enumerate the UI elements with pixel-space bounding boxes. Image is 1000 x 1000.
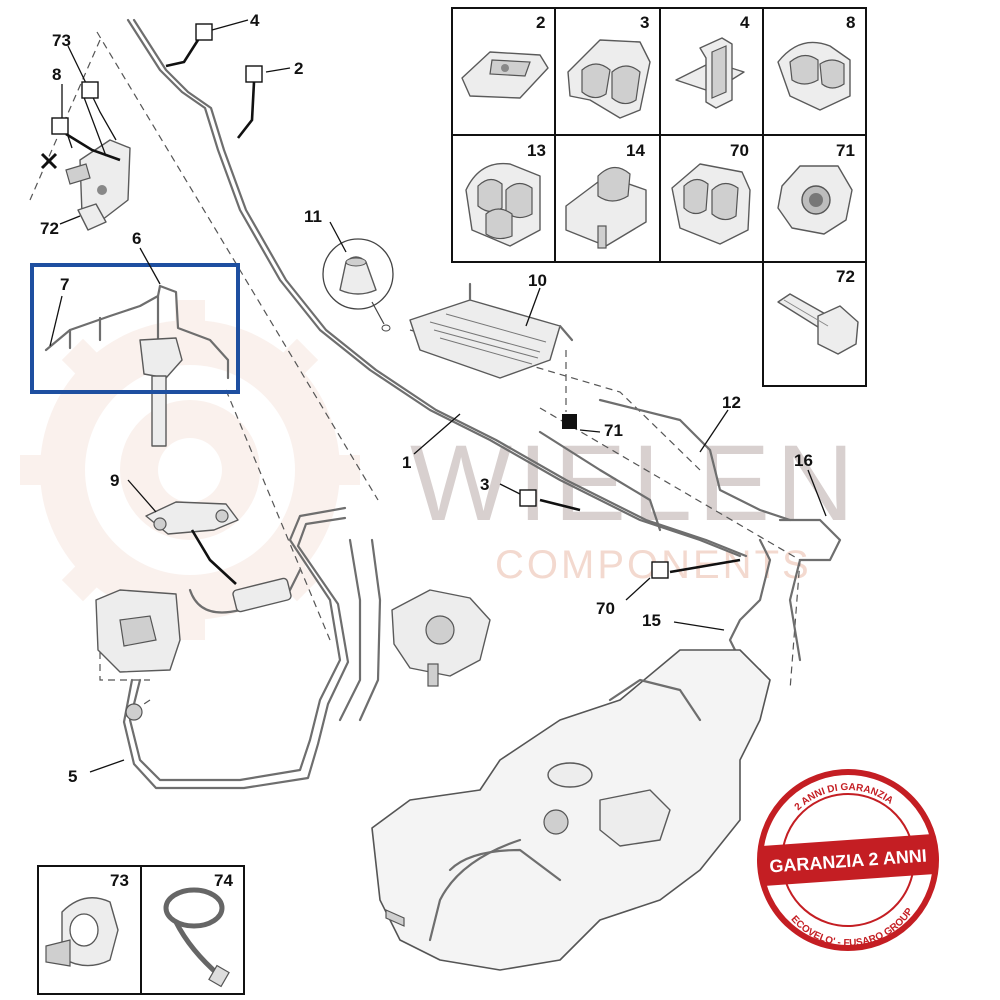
svg-text:71: 71 xyxy=(836,141,855,160)
pipe-clip-icon xyxy=(777,41,851,111)
callout-71: 71 xyxy=(604,421,623,440)
callout-7: 7 xyxy=(60,275,69,294)
svg-text:3: 3 xyxy=(640,13,649,32)
svg-text:8: 8 xyxy=(846,13,855,32)
injector-assembly xyxy=(44,284,230,447)
callout-11: 11 xyxy=(304,207,322,226)
part-cell-13: 13 xyxy=(465,141,546,247)
callout-16: 16 xyxy=(794,451,813,470)
parts-grid: 2 3 4 8 xyxy=(451,7,867,387)
svg-text:4: 4 xyxy=(740,13,750,32)
clip-plate-icon xyxy=(461,51,549,99)
callout-4: 4 xyxy=(250,11,260,30)
callout-2: 2 xyxy=(294,59,303,78)
bracket-clip-icon xyxy=(675,37,745,109)
cable-tie-icon xyxy=(163,887,230,988)
callout-6: 6 xyxy=(132,229,141,248)
part-cell-72: 72 xyxy=(777,267,859,355)
double-clip-icon xyxy=(567,39,651,119)
callout-3: 3 xyxy=(480,475,489,494)
svg-text:73: 73 xyxy=(110,871,129,890)
fuel-lines xyxy=(122,18,842,790)
watermark: WIELEN COMPONENTS xyxy=(20,300,860,640)
callout-70: 70 xyxy=(596,599,615,618)
svg-text:14: 14 xyxy=(626,141,645,160)
part-cell-3: 3 xyxy=(567,13,651,119)
svg-text:13: 13 xyxy=(527,141,546,160)
part-cell-71: 71 xyxy=(777,141,855,235)
part-cell-8: 8 xyxy=(777,13,855,111)
callout-10: 10 xyxy=(528,271,547,290)
highlight-box xyxy=(30,263,240,394)
svg-text:72: 72 xyxy=(836,267,855,286)
hose-clip-icon xyxy=(45,897,119,967)
part-cell-14: 14 xyxy=(565,141,647,249)
callout-boxes xyxy=(51,23,669,579)
callout-73: 73 xyxy=(52,31,71,50)
callout-8: 8 xyxy=(52,65,61,84)
part-cell-4: 4 xyxy=(675,13,750,109)
fuel-filter xyxy=(232,577,292,613)
high-pressure-pump xyxy=(391,589,491,687)
fuel-tank xyxy=(371,649,771,971)
fuel-cooler xyxy=(409,282,574,379)
triple-clip-icon xyxy=(465,162,541,247)
part-cell-2: 2 xyxy=(461,13,549,99)
callout-72: 72 xyxy=(40,219,59,238)
watermark-brand: WIELEN xyxy=(410,422,860,543)
hex-nut-icon xyxy=(777,165,853,235)
fuel-rail xyxy=(145,501,239,535)
grommet-11 xyxy=(322,238,394,332)
bolt-icon xyxy=(777,293,859,355)
svg-text:70: 70 xyxy=(730,141,749,160)
leader-lines xyxy=(49,19,827,773)
marker-71 xyxy=(562,414,577,429)
watermark-gear-icon xyxy=(20,300,360,640)
svg-text:74: 74 xyxy=(214,871,233,890)
callout-5: 5 xyxy=(68,767,77,786)
callout-1: 1 xyxy=(402,453,411,472)
warranty-stamp: 2 ANNI DI GARANZIA ECOVELO' - FUSARO GRO… xyxy=(757,769,939,953)
callout-15: 15 xyxy=(642,611,661,630)
part-cell-70: 70 xyxy=(671,141,751,245)
callout-12: 12 xyxy=(722,393,741,412)
callout-labels: 73 8 72 4 2 6 7 11 10 71 1 12 16 9 3 70 … xyxy=(40,11,813,786)
svg-text:2: 2 xyxy=(536,13,545,32)
holder-clip-icon xyxy=(671,163,751,245)
small-parts-box: 73 74 xyxy=(37,865,245,995)
removed-mark-icon xyxy=(40,152,58,170)
callout-9: 9 xyxy=(110,471,119,490)
bracket-assembly xyxy=(65,139,131,231)
mount-bracket-icon xyxy=(565,166,647,249)
engine-block xyxy=(95,589,181,721)
